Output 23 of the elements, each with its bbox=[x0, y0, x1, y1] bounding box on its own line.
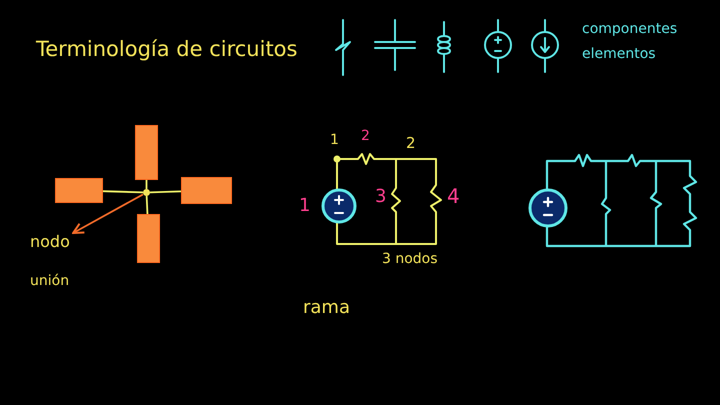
wire bbox=[146, 180, 148, 189]
wire bbox=[150, 190, 182, 194]
label: unión bbox=[30, 274, 70, 290]
title: Terminología de circuitos bbox=[36, 38, 298, 62]
label: elementos bbox=[582, 47, 656, 62]
element-number: 1 bbox=[299, 196, 310, 216]
note: 3 nodos bbox=[382, 252, 438, 268]
node-number: 2 bbox=[406, 135, 416, 152]
component-block bbox=[55, 178, 103, 203]
wire bbox=[146, 196, 148, 214]
component-block bbox=[135, 125, 158, 180]
wire bbox=[102, 190, 144, 194]
element-number: 2 bbox=[361, 129, 370, 144]
node-number: 1 bbox=[330, 133, 339, 148]
element-number: 3 bbox=[375, 187, 386, 207]
component-block bbox=[181, 177, 232, 204]
element-number: 4 bbox=[447, 185, 460, 207]
arrow bbox=[72, 194, 144, 234]
node-label: nodo bbox=[30, 233, 80, 253]
component-block bbox=[137, 214, 160, 263]
label: rama bbox=[303, 298, 350, 318]
junction-dot bbox=[143, 189, 150, 196]
label: componentes bbox=[582, 22, 678, 38]
